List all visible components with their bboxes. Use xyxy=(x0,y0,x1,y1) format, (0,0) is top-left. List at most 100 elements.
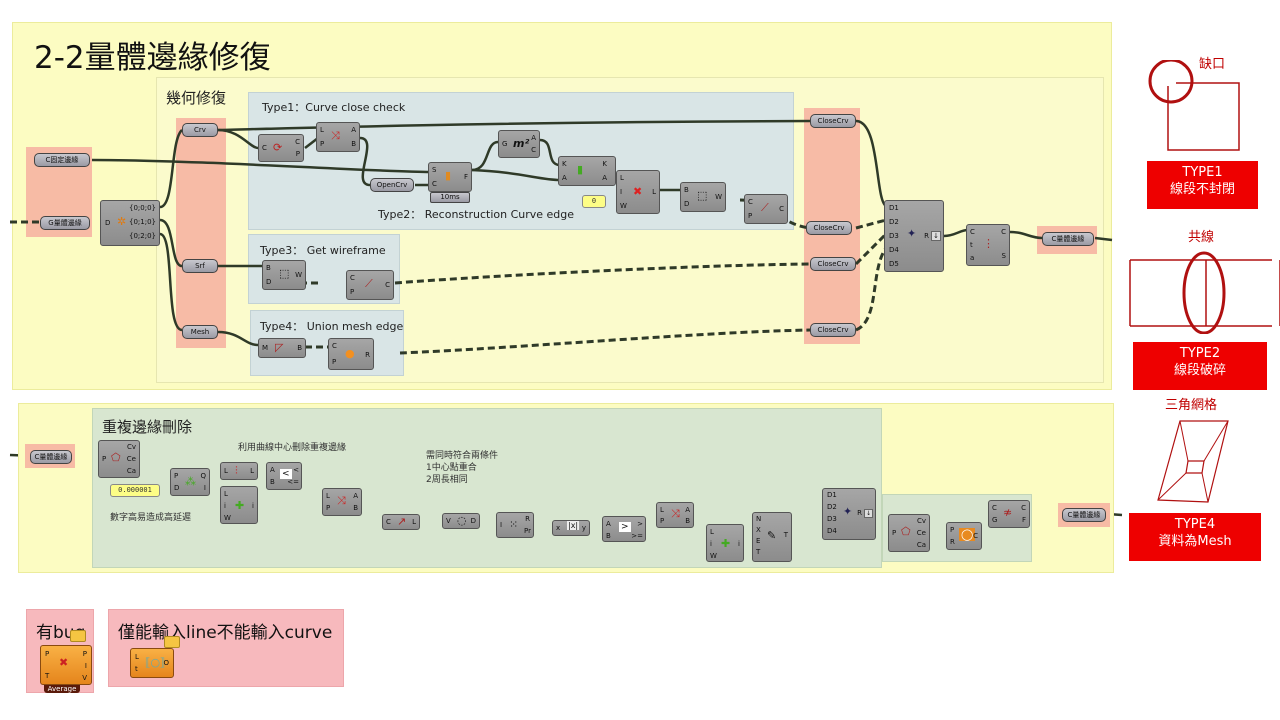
bug-note-2-text: 僅能輸入line不能輸入curve xyxy=(118,623,333,643)
warning-flag-icon xyxy=(164,636,180,648)
closecrv-param-3[interactable]: CloseCrv xyxy=(810,257,856,271)
input-param-fixed-edge[interactable]: C固定邊緣 xyxy=(34,153,90,167)
tolerance-panel[interactable]: 0.000001 xyxy=(110,484,160,497)
warning-flag-icon xyxy=(70,630,86,642)
wire xyxy=(359,136,371,187)
closest-icon: ◯ xyxy=(959,528,976,541)
line-param-icon: ⟦○⟧ xyxy=(145,656,166,669)
wire xyxy=(217,119,811,132)
average-icon: ✖ xyxy=(59,656,69,669)
output-param-volume-edge[interactable]: C量體邊緣 xyxy=(1042,232,1094,246)
relay-param-crv[interactable]: Crv xyxy=(182,123,218,137)
wire xyxy=(91,158,431,174)
wire xyxy=(304,137,319,149)
list-length-component[interactable]: L ⫶ L xyxy=(220,462,258,480)
shatter-icon: ⋮ xyxy=(983,237,994,250)
type1-diagram xyxy=(1148,60,1240,151)
centroid-icon: ⬠ xyxy=(901,525,911,538)
create-set-component[interactable]: V ◌ D xyxy=(442,513,480,529)
merge-component[interactable]: D1 D2 D3 D4 D5 ✦ R ↓ xyxy=(884,200,944,272)
absolute-component[interactable]: x |x| y xyxy=(552,520,590,536)
tree-icon: ✲ xyxy=(117,215,127,228)
tolerance-note: 數字高易造成高延遲 xyxy=(110,513,192,523)
flatten-toggle-icon[interactable]: ↓ xyxy=(864,509,873,518)
closecrv-param-4[interactable]: CloseCrv xyxy=(810,323,856,337)
type4-label: TYPE4 資料為Mesh xyxy=(1129,513,1261,561)
average-component-label: Average xyxy=(44,685,80,693)
wire-dashed xyxy=(854,232,888,266)
cull-icon: ✖ xyxy=(633,185,643,198)
curve-length-icon: ↗ xyxy=(397,515,407,528)
relay-param-srf[interactable]: Srf xyxy=(182,259,218,273)
merge-component-2[interactable]: D1 D2 D3 D4 ✦ R ↓ xyxy=(822,488,876,540)
bottom-input-param[interactable]: C量體邊緣 xyxy=(30,450,72,464)
relay-param-mesh[interactable]: Mesh xyxy=(182,325,218,339)
centroid-icon: ⬠ xyxy=(111,451,121,464)
wire-dashed xyxy=(855,247,888,332)
wire-dashed xyxy=(399,328,811,355)
wire xyxy=(159,232,183,332)
set-icon: ◌ xyxy=(457,514,467,527)
gap-circle xyxy=(1148,60,1194,104)
open-square xyxy=(1167,82,1240,151)
length-component[interactable]: C ↗ L xyxy=(382,514,420,530)
relay-param-group xyxy=(176,118,226,348)
box-icon: ⬚ xyxy=(697,189,708,202)
bottom-output-param[interactable]: C量體邊緣 xyxy=(1062,508,1106,522)
less-than-icon: < xyxy=(280,469,292,479)
scatter-icon: ⁙ xyxy=(509,518,519,531)
mesh-edges-component[interactable]: M ◸ B xyxy=(258,338,306,358)
tree-explode-component[interactable]: D ✲ {0;0;0} {0;1;0} {0;2;0} xyxy=(100,200,160,246)
wire xyxy=(943,228,969,238)
index-panel[interactable]: 0 xyxy=(582,195,606,208)
timer-label: 10ms xyxy=(430,192,470,203)
wire xyxy=(539,138,561,167)
opencrv-param[interactable]: OpenCrv xyxy=(370,178,414,192)
page-title: 2-2量體邊緣修復 xyxy=(34,40,271,76)
type4-caption: 三角網格 xyxy=(1165,398,1218,413)
flatten-toggle-icon[interactable]: ↓ xyxy=(931,231,941,241)
closecrv-param-1[interactable]: CloseCrv xyxy=(810,114,856,128)
closecrv-param-2[interactable]: CloseCrv xyxy=(806,221,852,235)
type1-label: Type1：Curve close check xyxy=(262,101,406,114)
abs-icon: |x| xyxy=(567,521,580,530)
center-note: 利用曲線中心刪除重複邊緣 xyxy=(238,443,347,453)
list-length-icon: ⫶ xyxy=(235,464,238,477)
list-item-icon: ✚ xyxy=(235,499,245,512)
input-param-volume-edge[interactable]: G量體邊緣 xyxy=(40,216,90,230)
wire xyxy=(159,218,183,268)
wire xyxy=(1094,236,1113,242)
type2-caption: 共線 xyxy=(1188,230,1215,245)
dispatch-icon: ⤨ xyxy=(331,129,340,142)
list-item-icon: ✚ xyxy=(721,537,731,550)
dispatch-icon: ⤨ xyxy=(671,507,680,520)
type1-caption: 缺口 xyxy=(1199,57,1226,72)
